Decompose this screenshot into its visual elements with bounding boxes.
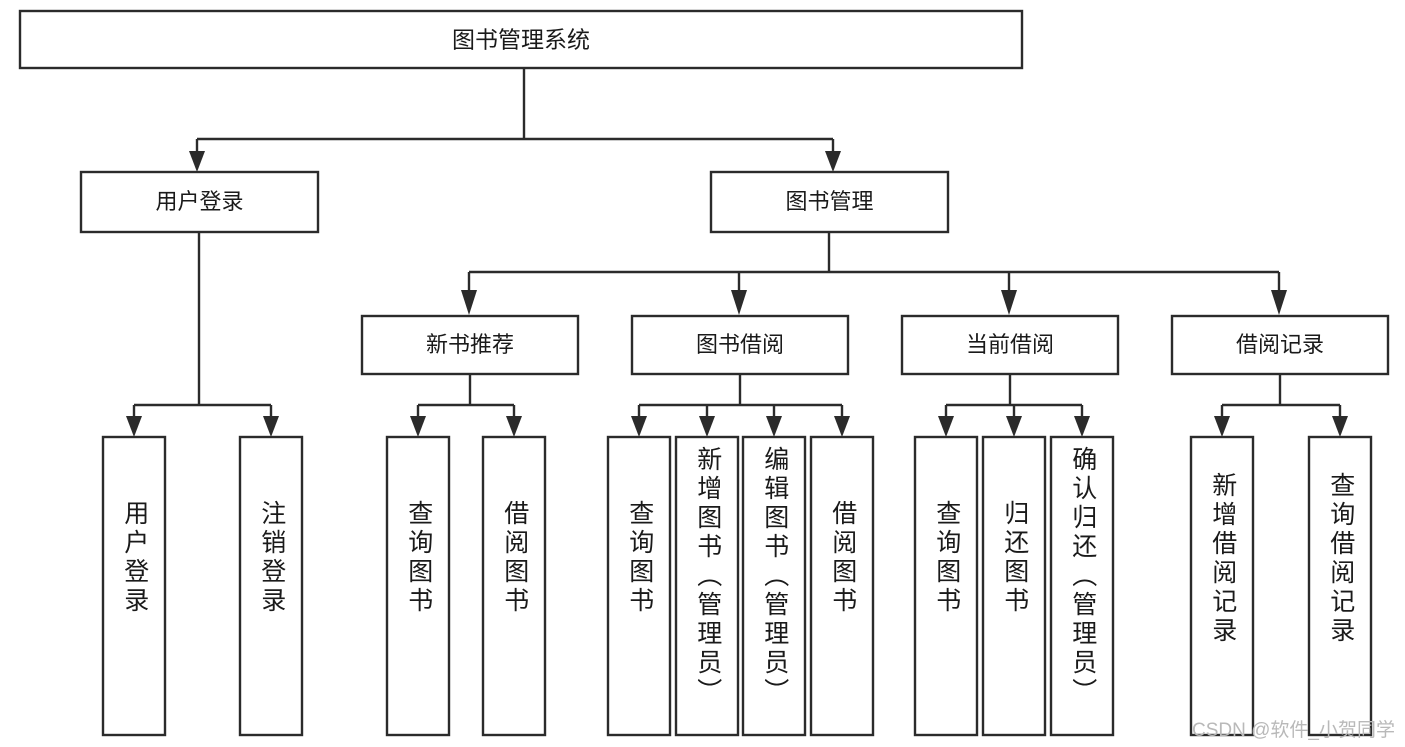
arrow-head-icon <box>263 416 279 437</box>
root-label: 图书管理系统 <box>452 27 590 53</box>
arrow-head-icon <box>410 416 426 437</box>
arrow-head-icon <box>126 416 142 437</box>
leaf-box-user-login[interactable] <box>101 435 167 737</box>
connector-book-borrow-to-leaves <box>631 374 850 437</box>
arrow-head-icon <box>731 290 747 315</box>
connector-user-login-to-leaves <box>126 232 279 437</box>
root-box[interactable] <box>18 9 1024 70</box>
arrow-head-icon <box>189 151 205 172</box>
user-login-box[interactable] <box>79 170 320 234</box>
leaf-box-query-book-3[interactable] <box>913 435 979 737</box>
arrow-head-icon <box>1332 416 1348 437</box>
leaf-box-query-book-2[interactable] <box>606 435 672 737</box>
arrow-head-icon <box>461 290 477 315</box>
leaf-box-query-record[interactable] <box>1307 435 1373 737</box>
arrow-head-icon <box>1074 416 1090 437</box>
current-borrow-label: 当前借阅 <box>966 332 1054 357</box>
user-login-label: 用户登录 <box>155 189 243 214</box>
book-borrow-label: 图书借阅 <box>696 332 784 357</box>
leaf-box-add-record[interactable] <box>1189 435 1255 737</box>
arrow-head-icon <box>631 416 647 437</box>
new-book-recommend-box[interactable] <box>360 314 580 376</box>
arrow-head-icon <box>1006 416 1022 437</box>
connector-new-book-recommend-to-leaves <box>410 374 522 437</box>
arrow-head-icon <box>699 416 715 437</box>
book-manage-label: 图书管理 <box>785 189 873 214</box>
node-root[interactable]: 图书管理系统 <box>18 9 1024 70</box>
connector-book-manage-to-level3 <box>461 232 1287 315</box>
connector-borrow-record-to-leaves <box>1214 374 1348 437</box>
leaf-box-borrow-book-1[interactable] <box>481 435 547 737</box>
arrow-head-icon <box>834 416 850 437</box>
watermark-text: CSDN @软件_小贺同学 <box>1192 720 1395 741</box>
node-user-login[interactable]: 用户登录 <box>79 170 320 234</box>
current-borrow-box[interactable] <box>900 314 1120 376</box>
node-book-borrow[interactable]: 图书借阅 <box>630 314 850 376</box>
arrow-head-icon <box>1214 416 1230 437</box>
new-book-recommend-label: 新书推荐 <box>426 332 514 357</box>
borrow-record-label: 借阅记录 <box>1236 332 1324 357</box>
node-current-borrow[interactable]: 当前借阅 <box>900 314 1120 376</box>
leaf-box-logout-login[interactable] <box>238 435 304 737</box>
connector-current-borrow-to-leaves <box>938 374 1090 437</box>
arrow-head-icon <box>1001 290 1017 315</box>
leaf-box-return-book[interactable] <box>981 435 1047 737</box>
arrow-head-icon <box>1271 290 1287 315</box>
arrow-head-icon <box>938 416 954 437</box>
leaf-box-add-book[interactable] <box>674 435 740 737</box>
leaf-box-query-book-1[interactable] <box>385 435 451 737</box>
leaf-box-confirm-return[interactable] <box>1049 435 1115 737</box>
node-borrow-record[interactable]: 借阅记录 <box>1170 314 1390 376</box>
connector-root-to-level2 <box>189 68 841 172</box>
node-new-book-recommend[interactable]: 新书推荐 <box>360 314 580 376</box>
arrow-head-icon <box>506 416 522 437</box>
node-book-manage[interactable]: 图书管理 <box>709 170 950 234</box>
arrow-head-icon <box>766 416 782 437</box>
leaf-box-borrow-book-2[interactable] <box>809 435 875 737</box>
arrow-head-icon <box>825 151 841 172</box>
leaf-box-edit-book[interactable] <box>741 435 807 737</box>
